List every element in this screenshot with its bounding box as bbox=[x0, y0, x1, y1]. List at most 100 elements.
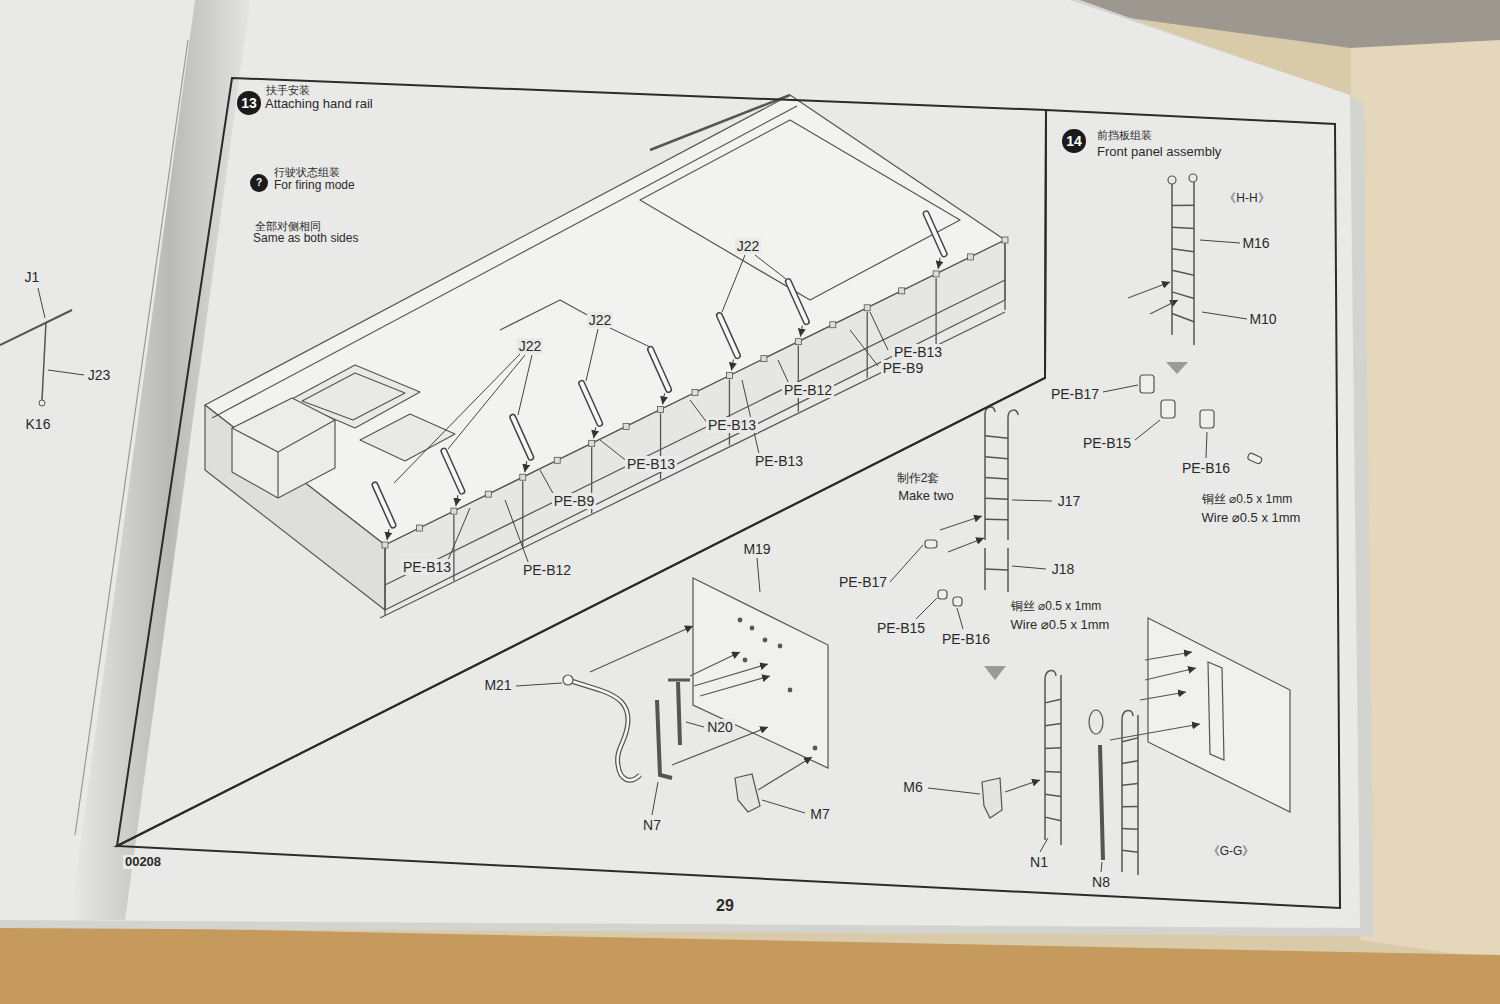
part-label: PE-B16 bbox=[940, 631, 992, 647]
part-label: M6 bbox=[901, 779, 924, 795]
part-label: J17 bbox=[1056, 493, 1083, 509]
leader-lines bbox=[850, 330, 878, 366]
book-page bbox=[75, 40, 188, 835]
step-title: 扶手安装 bbox=[266, 84, 310, 97]
ladder-j17 bbox=[985, 478, 1008, 480]
rail-tabs bbox=[623, 423, 629, 429]
generated-illustration bbox=[38, 182, 1247, 875]
part-label: PE-B13 bbox=[892, 344, 944, 360]
rail-tabs bbox=[382, 237, 1008, 548]
part-label: PE-B12 bbox=[782, 382, 834, 398]
rail-posts bbox=[522, 481, 523, 547]
leader-lines bbox=[762, 800, 805, 813]
hand-rails bbox=[938, 258, 940, 269]
part-label: PE-B17 bbox=[837, 574, 889, 590]
front-panel-gg bbox=[982, 618, 1290, 860]
part-label: Make two bbox=[896, 489, 956, 504]
ladder-m16 bbox=[1172, 292, 1194, 299]
part-label: M21 bbox=[482, 677, 513, 693]
rail-tabs bbox=[726, 373, 732, 379]
part-label: J22 bbox=[587, 312, 614, 328]
part-label: N20 bbox=[705, 719, 735, 735]
hand-rails bbox=[375, 214, 944, 540]
front-panel-gg bbox=[1145, 652, 1192, 660]
front-panel-gg bbox=[984, 666, 1006, 680]
ladder-n1-b bbox=[1122, 761, 1138, 764]
hand-rails bbox=[719, 316, 737, 356]
leader-lines bbox=[1040, 838, 1048, 852]
book-page bbox=[0, 0, 1374, 936]
ladder-j17-parts bbox=[953, 597, 962, 606]
rail-posts bbox=[1004, 244, 1005, 310]
rail-tabs bbox=[416, 525, 422, 531]
leader-lines bbox=[722, 255, 745, 312]
rail-tabs bbox=[692, 390, 698, 396]
leader-lines bbox=[505, 500, 530, 567]
front-panel-m19 bbox=[690, 652, 740, 676]
ladder-j17-parts bbox=[938, 590, 947, 599]
part-label: J18 bbox=[1050, 561, 1077, 577]
hull-illustration bbox=[385, 280, 1005, 585]
hull-illustration bbox=[380, 312, 1005, 618]
part-label: PE-B16 bbox=[1180, 460, 1232, 476]
step-number: ? bbox=[250, 174, 268, 192]
ladder-n1-a bbox=[1044, 680, 1046, 840]
ladder-n1-a bbox=[1045, 794, 1061, 796]
rail-tabs bbox=[968, 254, 974, 260]
ladder-j17 bbox=[985, 436, 1008, 439]
part-label: 《G-G》 bbox=[1206, 845, 1257, 859]
part-label: PE-B13 bbox=[401, 559, 453, 575]
part-label: J22 bbox=[517, 338, 544, 354]
ladder-n1-b bbox=[1122, 828, 1138, 830]
leader-lines bbox=[928, 788, 980, 794]
front-panel-gg bbox=[1140, 692, 1186, 700]
hand-rails bbox=[800, 326, 802, 337]
leader-lines bbox=[1135, 420, 1160, 440]
panel-border bbox=[117, 110, 1340, 908]
leader-lines bbox=[394, 354, 520, 483]
hull-illustration bbox=[500, 300, 600, 330]
part-label: J22 bbox=[735, 238, 762, 254]
part-label: PE-B13 bbox=[753, 453, 805, 469]
front-panel-m19 bbox=[750, 626, 754, 630]
hand-rails bbox=[456, 495, 458, 506]
ladder-m16 bbox=[1172, 313, 1194, 321]
hand-rails bbox=[731, 360, 733, 371]
hand-rails bbox=[444, 451, 462, 491]
ladder-n1-b bbox=[1122, 715, 1138, 875]
ladder-n1-b bbox=[1122, 850, 1138, 852]
part-label: 《H-H》 bbox=[1222, 192, 1271, 206]
ladder-j17 bbox=[985, 415, 1008, 540]
rail-tabs bbox=[554, 457, 560, 463]
part-label: N1 bbox=[1028, 854, 1050, 870]
leader-lines bbox=[1101, 862, 1102, 872]
hull-illustration bbox=[277, 452, 278, 498]
hand-rails bbox=[444, 451, 462, 491]
rail-tabs bbox=[485, 491, 491, 497]
part-label: J23 bbox=[86, 367, 113, 383]
ladder-m16 bbox=[1172, 182, 1194, 345]
rail-tabs bbox=[830, 322, 836, 328]
rail-posts bbox=[935, 278, 936, 344]
ladder-hh-parts bbox=[1161, 400, 1175, 418]
leader-lines bbox=[600, 440, 628, 462]
front-panel-gg bbox=[1110, 724, 1200, 740]
step-number-text: 14 bbox=[1066, 134, 1082, 148]
part-label: PE-B17 bbox=[1049, 386, 1101, 402]
rail-tabs bbox=[382, 542, 388, 548]
leader-lines bbox=[1012, 566, 1046, 569]
step-number: 13 bbox=[237, 91, 261, 115]
ladder-j17-parts bbox=[925, 540, 937, 548]
ladder-j17-parts bbox=[948, 538, 984, 552]
part-label: 00208 bbox=[123, 855, 163, 870]
ladder-n1-a bbox=[1060, 675, 1062, 845]
rail-tabs bbox=[933, 271, 939, 277]
front-panel-m19 bbox=[743, 658, 747, 662]
ladder-m16 bbox=[1171, 184, 1173, 335]
leader-lines bbox=[916, 598, 937, 619]
hand-rails bbox=[582, 383, 600, 423]
hand-rails bbox=[651, 349, 669, 389]
hand-rails bbox=[663, 393, 665, 404]
